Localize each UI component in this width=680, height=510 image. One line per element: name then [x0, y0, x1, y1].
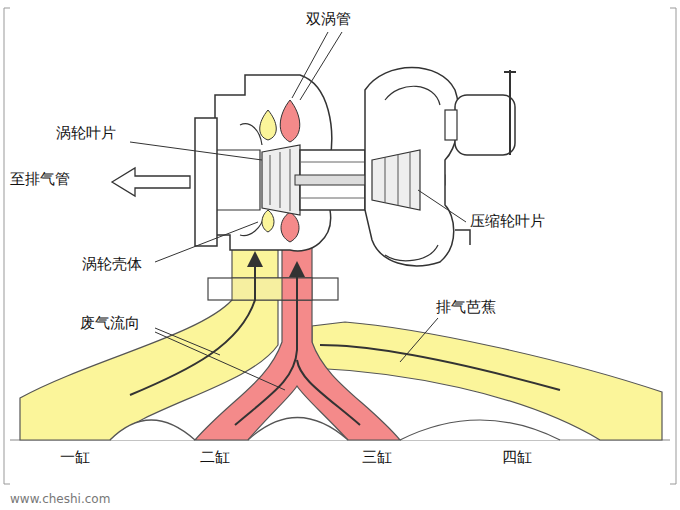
part-label: 涡轮壳体 — [82, 255, 142, 273]
cylinder-label: 二缸 — [200, 448, 230, 466]
part-label: 双涡管 — [306, 10, 351, 28]
part-label: 废气流向 — [80, 314, 140, 332]
cylinder-label: 一缸 — [60, 448, 90, 466]
cylinder-label: 三缸 — [362, 448, 392, 466]
watermark: www.cheshi.com — [10, 492, 110, 506]
cylinder-label: 四缸 — [502, 448, 532, 466]
part-label: 排气芭蕉 — [436, 298, 496, 316]
part-label: 涡轮叶片 — [56, 124, 116, 142]
part-label: 至排气管 — [10, 170, 70, 188]
part-label: 压缩轮叶片 — [470, 212, 545, 230]
